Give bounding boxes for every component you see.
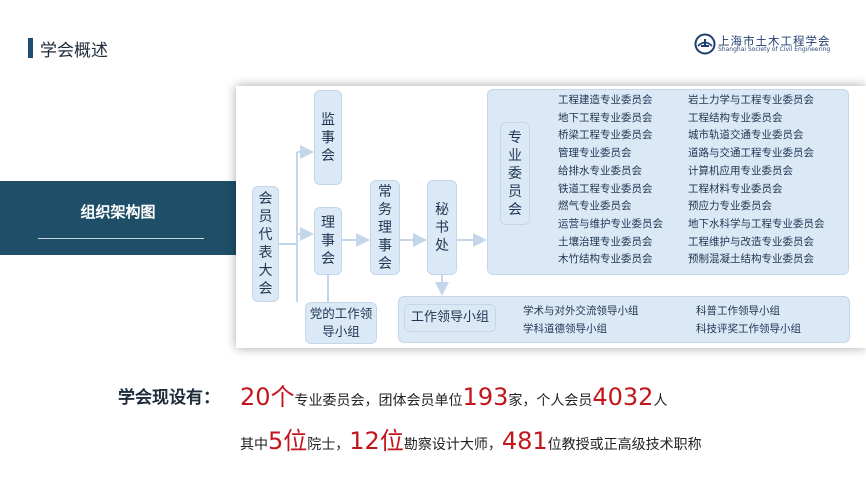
stats-text: 其中 <box>240 437 268 453</box>
standing-council-label: 常务理事会 <box>378 183 392 272</box>
committees-right-list: 岩土力学与工程专业委员会 工程结构专业委员会 城市轨道交通专业委员会 道路与交通… <box>688 92 825 269</box>
committee-item: 工程建造专业委员会 <box>558 94 653 106</box>
stats-text: 专业委员会，团体会员单位 <box>294 393 463 409</box>
committee-item: 工程材料专业委员会 <box>688 182 783 195</box>
committee-item: 岩土力学与工程专业委员会 <box>688 94 814 106</box>
logo-name-en: Shanghai Society of Civil Engineering <box>718 46 831 53</box>
academician-count: 5位 <box>268 427 308 455</box>
committees-left-list: 工程建造专业委员会 地下工程专业委员会 桥梁工程专业委员会 管理专业委员会 给排… <box>558 92 663 269</box>
individual-member-count: 4032 <box>592 383 654 411</box>
work-group-item: 科技评奖工作领导小组 <box>696 323 801 335</box>
title-accent-bar <box>28 38 33 58</box>
work-groups-title: 工作领导小组 <box>410 310 489 325</box>
stats-line-2: 其中5位院士，12位勘察设计大师，481位教授或正高级技术职称 <box>240 421 702 456</box>
stats-text: 院士， <box>307 437 350 453</box>
section-band <box>0 181 236 255</box>
general-assembly-box: 会员代表大会 <box>252 186 279 302</box>
council-label: 理事会 <box>321 215 335 267</box>
committee-count: 20个 <box>240 383 295 411</box>
committee-item: 铁道工程专业委员会 <box>558 182 653 195</box>
committee-item: 地下工程专业委员会 <box>558 111 653 124</box>
work-groups-left-list: 学术与对外交流领导小组 学科道德领导小组 <box>523 302 639 338</box>
party-work-group-label: 党的工作领导小组 <box>309 306 373 339</box>
stats-text: 人 <box>653 393 668 409</box>
committees-title-box: 专业委员会 <box>500 122 530 225</box>
committee-item: 工程维护与改造专业委员会 <box>688 235 814 248</box>
committee-item: 桥梁工程专业委员会 <box>558 129 653 142</box>
group-member-count: 193 <box>462 383 509 411</box>
party-work-group-box: 党的工作领导小组 <box>305 302 377 344</box>
work-group-item: 科普工作领导小组 <box>696 305 780 317</box>
work-group-item: 学术与对外交流领导小组 <box>523 305 639 317</box>
committee-item: 道路与交通工程专业委员会 <box>688 147 814 160</box>
stats-text: 位教授或正高级技术职称 <box>547 437 702 453</box>
design-master-count: 12位 <box>349 427 404 455</box>
stats-text: 勘察设计大师， <box>403 437 502 453</box>
secretariat-label: 秘书处 <box>435 201 449 254</box>
general-assembly-label: 会员代表大会 <box>258 191 273 297</box>
section-label: 组织架构图 <box>80 203 156 221</box>
committee-item: 地下水科学与工程专业委员会 <box>688 217 825 230</box>
work-group-item: 学科道德领导小组 <box>523 323 607 335</box>
stats-text: 家，个人会员 <box>508 393 593 409</box>
committee-item: 给排水专业委员会 <box>558 164 642 177</box>
work-groups-box <box>398 296 850 343</box>
standing-council-box: 常务理事会 <box>370 180 400 275</box>
work-groups-title-box: 工作领导小组 <box>404 304 496 332</box>
committees-title: 专业委员会 <box>508 129 522 218</box>
supervisory-board-label: 监事会 <box>321 111 335 164</box>
section-underline <box>38 238 204 239</box>
committee-item: 预制混凝土结构专业委员会 <box>688 253 814 266</box>
logo-name-cn: 上海市土木工程学会 <box>718 34 831 48</box>
stats-label: 学会现设有： <box>118 388 220 408</box>
secretariat-box: 秘书处 <box>427 180 457 275</box>
society-logo: 上海市土木工程学会 Shanghai Society of Civil Engi… <box>694 31 844 57</box>
committee-item: 管理专业委员会 <box>558 147 632 160</box>
society-emblem-icon <box>694 33 716 55</box>
council-box: 理事会 <box>314 207 342 275</box>
committee-item: 土壤治理专业委员会 <box>558 235 653 248</box>
professional-committees-box <box>487 89 849 275</box>
committee-item: 预应力专业委员会 <box>688 200 772 213</box>
committee-item: 城市轨道交通专业委员会 <box>688 129 804 142</box>
supervisory-board-box: 监事会 <box>314 90 342 185</box>
work-groups-right-list: 科普工作领导小组 科技评奖工作领导小组 <box>696 302 801 338</box>
stats-line-1: 20个专业委员会，团体会员单位193家，个人会员4032人 <box>240 377 667 412</box>
committee-item: 木竹结构专业委员会 <box>558 253 653 266</box>
committee-item: 运营与维护专业委员会 <box>558 217 663 230</box>
professor-count: 481 <box>501 427 548 455</box>
committee-item: 燃气专业委员会 <box>558 200 632 213</box>
page-title: 学会概述 <box>40 41 108 61</box>
committee-item: 工程结构专业委员会 <box>688 111 783 124</box>
committee-item: 计算机应用专业委员会 <box>688 164 793 177</box>
